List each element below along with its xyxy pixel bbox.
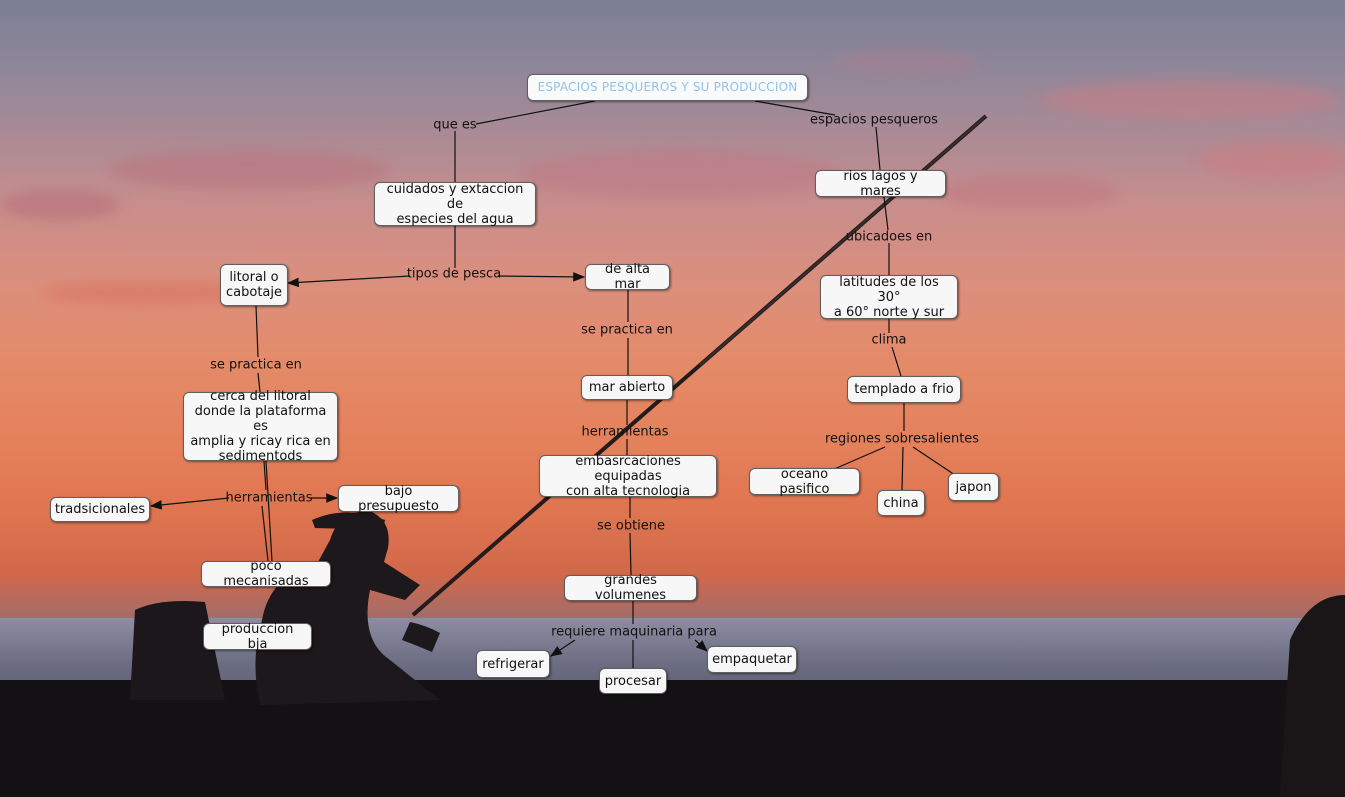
link-label-clima: clima [871, 333, 906, 348]
link-label-requiere-maquinaria: requiere maquinaria para [551, 625, 717, 640]
map-title[interactable]: ESPACIOS PESQUEROS Y SU PRODUCCION [527, 74, 808, 101]
link-label-se-practica-en-litoral: se practica en [210, 358, 302, 373]
link-label-se-obtiene: se obtiene [597, 519, 665, 534]
link-label-herramientas-litoral: herramientas [225, 491, 312, 506]
concept-poco-mecanisadas[interactable]: poco mecanisadas [201, 561, 331, 587]
concept-tradicionales[interactable]: tradsicionales [50, 497, 150, 522]
concept-litoral-cabotaje[interactable]: litoral o cabotaje [220, 264, 288, 306]
concept-bajo-presupuesto[interactable]: bajo presupuesto [338, 485, 459, 512]
concept-oceano-pacifico[interactable]: oceano pasifico [749, 468, 860, 495]
concept-empaquetar[interactable]: empaquetar [707, 646, 797, 673]
concept-mar-abierto[interactable]: mar abierto [581, 375, 673, 400]
concept-procesar[interactable]: procesar [599, 668, 667, 694]
link-label-regiones: regiones sobresalientes [825, 432, 979, 447]
concept-produccion-baja[interactable]: produccion bja [203, 623, 312, 650]
concept-grandes-volumenes[interactable]: grandes volumenes [564, 575, 697, 601]
concept-rios-lagos-mares[interactable]: rios lagos y mares [815, 170, 946, 197]
link-label-se-practica-en-alta-mar: se practica en [581, 323, 673, 338]
concept-refrigerar[interactable]: refrigerar [476, 650, 550, 678]
concept-latitudes[interactable]: latitudes de los 30° a 60° norte y sur [820, 275, 958, 319]
concept-china[interactable]: china [877, 490, 925, 516]
link-label-que-es: que es [433, 118, 476, 133]
concept-templado-frio[interactable]: templado a frio [847, 376, 961, 403]
concept-alta-mar[interactable]: de alta mar [585, 264, 670, 290]
link-label-espacios-pesqueros: espacios pesqueros [810, 113, 938, 128]
concept-japon[interactable]: japon [948, 473, 999, 501]
concept-cerca-del-litoral[interactable]: cerca del litoral donde la plataforma es… [183, 392, 338, 461]
link-label-tipos-de-pesca: tipos de pesca [407, 267, 501, 282]
concept-cuidados[interactable]: cuidados y extaccion de especies del agu… [374, 182, 536, 226]
concept-embarcaciones[interactable]: embasrcaciones equipadas con alta tecnol… [539, 455, 717, 497]
link-label-ubicados-en: ubicadoes en [846, 230, 933, 245]
link-label-herramientas-alta-mar: herramientas [581, 425, 668, 440]
